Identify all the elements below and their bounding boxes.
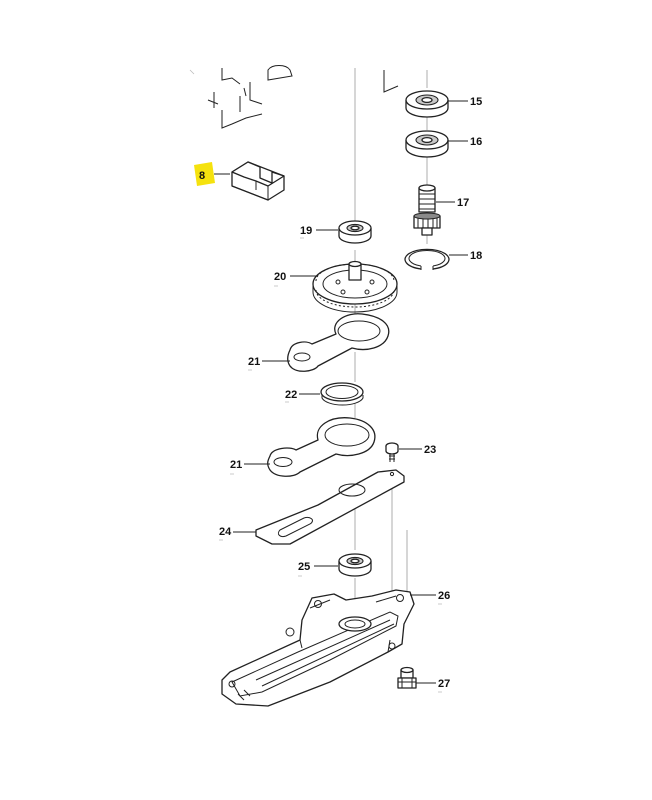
part-27-fitting[interactable] <box>397 666 417 689</box>
callout-17-label: 17 <box>457 197 469 209</box>
callout-26: 26 <box>410 590 450 602</box>
callout-26-label: 26 <box>438 590 450 602</box>
callout-23-label: 23 <box>424 444 436 456</box>
callout-16-label: 16 <box>470 136 482 148</box>
callout-16: 16 <box>448 136 482 148</box>
part-21-link-lower[interactable] <box>267 417 376 477</box>
part-21-link-upper[interactable] <box>287 313 390 372</box>
part-15-bearing[interactable] <box>405 90 449 118</box>
part-16-bearing[interactable] <box>405 130 449 158</box>
callout-15-label: 15 <box>470 96 482 108</box>
housing-fragment <box>189 65 399 129</box>
part-17-pinion-shaft[interactable] <box>413 184 441 236</box>
callout-21b-label: 21 <box>230 459 242 471</box>
part-19-bearing[interactable] <box>338 220 372 244</box>
callout-23: 23 <box>399 444 436 456</box>
callout-21a-label: 21 <box>248 356 260 368</box>
callout-27: 27 <box>416 678 450 690</box>
callout-25: 25 <box>298 561 338 573</box>
callout-24: 24 <box>219 526 256 538</box>
callout-15: 15 <box>448 96 482 108</box>
callout-ticks <box>219 237 442 693</box>
part-22-washer[interactable] <box>320 382 364 406</box>
callout-8: 8 <box>194 162 230 186</box>
callout-21b: 21 <box>230 459 270 471</box>
callout-20-label: 20 <box>274 271 286 283</box>
part-23-screw[interactable] <box>385 442 399 462</box>
callout-24-label: 24 <box>219 526 232 538</box>
part-26-base-housing[interactable] <box>221 589 415 707</box>
callout-20: 20 <box>274 271 316 283</box>
callout-25-label: 25 <box>298 561 310 573</box>
callout-19: 19 <box>300 225 338 237</box>
callout-8-label: 8 <box>199 170 205 182</box>
callout-18: 18 <box>449 250 482 262</box>
callout-18-label: 18 <box>470 250 482 262</box>
callout-17: 17 <box>436 197 469 209</box>
callout-27-label: 27 <box>438 678 450 690</box>
part-25-bearing[interactable] <box>338 553 372 577</box>
part-20-gear[interactable] <box>312 260 398 313</box>
callout-19-label: 19 <box>300 225 312 237</box>
part-18-snap-ring[interactable] <box>404 248 450 270</box>
part-8-slotted-block[interactable] <box>231 161 285 201</box>
part-24-guide-plate[interactable] <box>255 469 405 545</box>
callout-22: 22 <box>285 389 320 401</box>
callout-21a: 21 <box>248 356 290 368</box>
callout-22-label: 22 <box>285 389 297 401</box>
